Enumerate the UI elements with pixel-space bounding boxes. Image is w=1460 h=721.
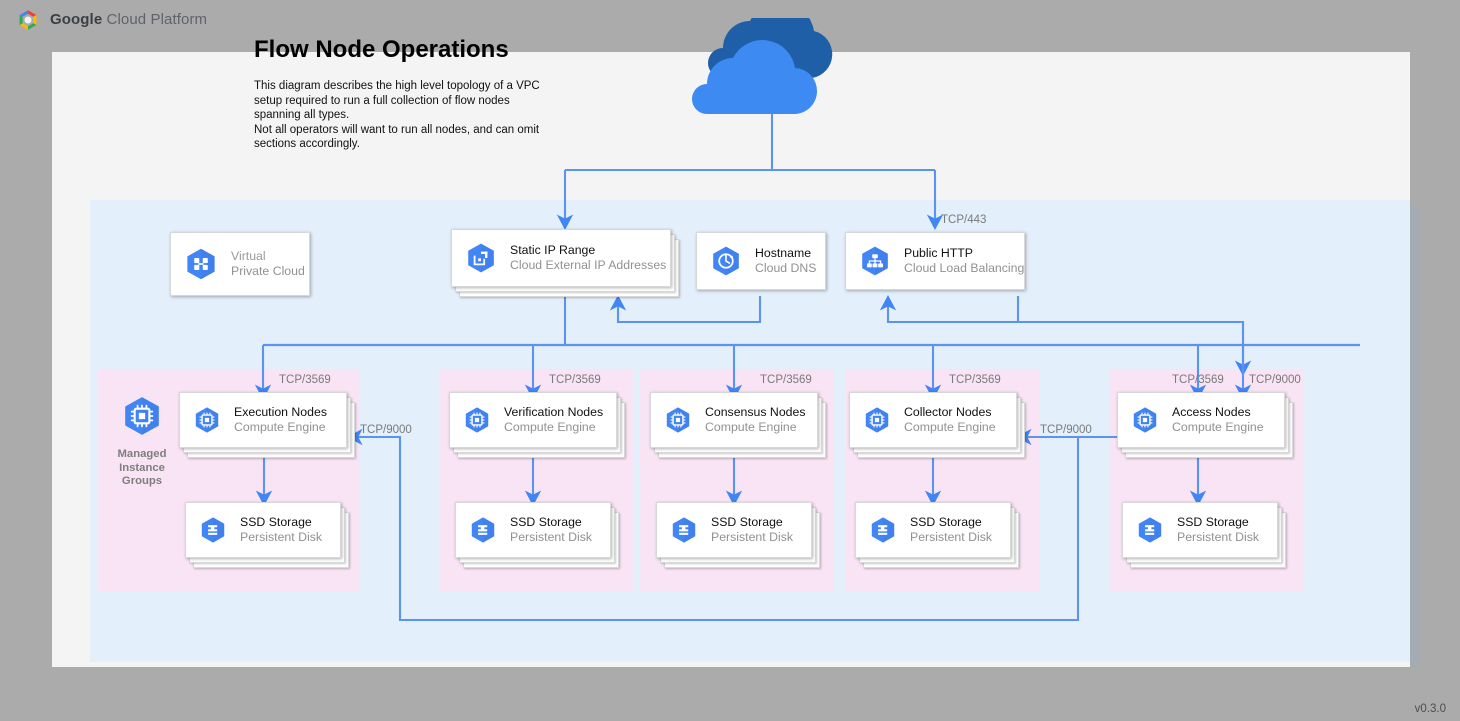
card-title: Hostname [755,246,812,260]
card-ssd-storage-consensus[interactable]: SSD Storage Persistent Disk [656,502,826,568]
gcp-brand-bold: Google [50,11,103,28]
diagram-description: This diagram describes the high level to… [254,79,544,152]
card-title: Collector Nodes [904,405,992,419]
managed-instance-groups: Managed Instance Groups [106,395,178,489]
port-label-collector-3569: TCP/3569 [949,374,1001,386]
load-balancing-icon [862,246,888,276]
gcp-brand-title: Google Cloud Platform [50,11,207,28]
cloud-dns-icon [713,246,739,276]
compute-engine-cpu-icon [195,407,219,433]
card-collector-nodes[interactable]: Collector Nodes Compute Engine [849,392,1029,458]
version-label: v0.3.0 [1414,703,1446,715]
card-title: Virtual [231,249,266,263]
virtual-private-cloud-icon [187,248,215,280]
card-public-http-load-balancing[interactable]: Public HTTP Cloud Load Balancing [845,232,1025,292]
persistent-disk-icon [672,517,696,543]
card-title: SSD Storage [910,515,982,529]
port-label-access-3569: TCP/3569 [1172,374,1224,386]
compute-engine-cpu-icon [1133,407,1157,433]
card-title: Public HTTP [904,246,974,260]
card-virtual-private-cloud[interactable]: Virtual Private Cloud [170,232,310,296]
card-subtitle: Persistent Disk [510,530,593,544]
managed-instance-groups-label: Managed Instance Groups [106,448,178,489]
internet-cloud-icon [692,18,833,114]
card-ssd-storage-access[interactable]: SSD Storage Persistent Disk [1122,502,1292,568]
card-subtitle: Cloud External IP Addresses [510,258,667,272]
page-title: Flow Node Operations [254,36,509,63]
compute-engine-cpu-icon [465,407,489,433]
persistent-disk-icon [201,517,225,543]
mig-label-line: Groups [121,475,163,488]
card-title: Execution Nodes [234,405,327,419]
mig-label-line: Instance [119,461,165,474]
vpc-region-shadow [1410,206,1420,668]
card-subtitle: Private Cloud [231,264,305,278]
card-subtitle: Cloud DNS [755,261,817,275]
card-execution-nodes[interactable]: Execution Nodes Compute Engine [179,392,359,458]
port-label-access-9000: TCP/9000 [1249,374,1301,386]
card-subtitle: Compute Engine [904,420,996,434]
card-title: Access Nodes [1172,405,1251,419]
compute-engine-cpu-icon [125,397,159,435]
compute-engine-cpu-icon [666,407,690,433]
google-cloud-logo-icon [19,10,37,30]
persistent-disk-icon [471,517,495,543]
card-title: Static IP Range [510,243,596,257]
card-subtitle: Persistent Disk [711,530,794,544]
card-ssd-storage-collector[interactable]: SSD Storage Persistent Disk [855,502,1025,568]
mig-label-line: Managed [117,448,167,460]
card-ssd-storage-verification[interactable]: SSD Storage Persistent Disk [455,502,625,568]
card-subtitle: Persistent Disk [240,530,323,544]
persistent-disk-icon [871,517,895,543]
card-title: SSD Storage [510,515,582,529]
card-subtitle: Compute Engine [504,420,596,434]
card-title: Consensus Nodes [705,405,806,419]
card-access-nodes[interactable]: Access Nodes Compute Engine [1117,392,1297,458]
card-title: Verification Nodes [504,405,604,419]
card-subtitle: Compute Engine [234,420,326,434]
port-label-execution-3569: TCP/3569 [279,374,331,386]
card-verification-nodes[interactable]: Verification Nodes Compute Engine [449,392,629,458]
port-label-access-to-execution-9000: TCP/9000 [360,424,412,436]
card-hostname-cloud-dns[interactable]: Hostname Cloud DNS [696,232,826,292]
description-line: This diagram describes the high level to… [254,80,540,122]
port-label-access-to-collector-9000: TCP/9000 [1040,424,1092,436]
card-title: SSD Storage [240,515,312,529]
card-consensus-nodes[interactable]: Consensus Nodes Compute Engine [650,392,830,458]
gcp-header: Google Cloud Platform [0,0,1460,40]
card-title: SSD Storage [711,515,783,529]
description-line: Not all operators will want to run all n… [254,123,540,151]
card-subtitle: Persistent Disk [1177,530,1260,544]
card-subtitle: Compute Engine [1172,420,1264,434]
card-static-ip-range[interactable]: Static IP Range Cloud External IP Addres… [451,229,679,297]
port-label-verification-3569: TCP/3569 [549,374,601,386]
card-ssd-storage-execution[interactable]: SSD Storage Persistent Disk [185,502,355,568]
persistent-disk-icon [1138,517,1162,543]
card-title: SSD Storage [1177,515,1249,529]
gcp-brand-rest: Cloud Platform [102,11,208,28]
compute-engine-cpu-icon [865,407,889,433]
card-subtitle: Cloud Load Balancing [904,261,1025,275]
port-label-consensus-3569: TCP/3569 [760,374,812,386]
port-label-tcp443: TCP/443 [941,214,987,226]
external-ip-icon [468,243,494,273]
card-subtitle: Compute Engine [705,420,797,434]
card-subtitle: Persistent Disk [910,530,993,544]
